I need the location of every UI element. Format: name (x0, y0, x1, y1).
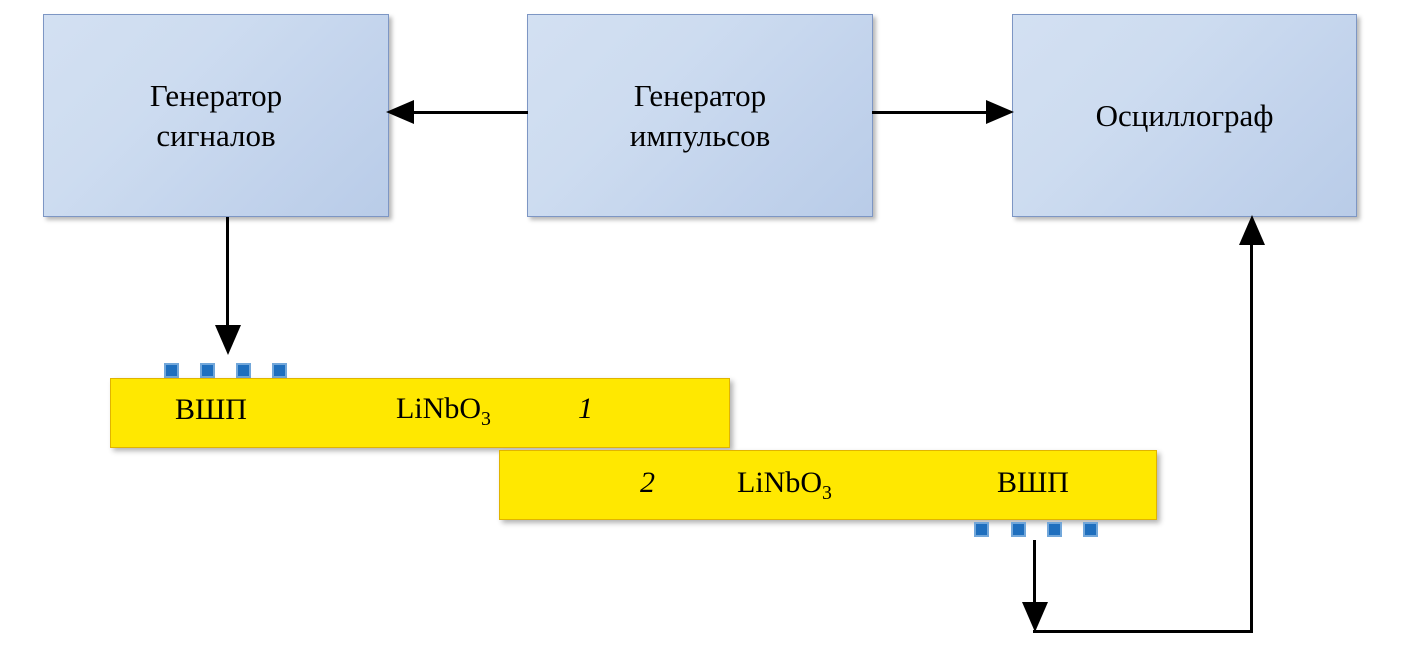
connector-feedback-vertical-line (1250, 240, 1253, 633)
instrument-box-pulse-generator[interactable]: Генератор импульсов (527, 14, 873, 217)
idt-finger (974, 522, 989, 537)
idt-finger (200, 363, 215, 378)
instrument-label-signal-generator: Генератор сигналов (149, 77, 283, 153)
idt-finger (1011, 522, 1026, 537)
idt-label-top: ВШП (175, 393, 247, 426)
substrate-block-1 (110, 378, 730, 448)
substrate-index-label-1: 1 (578, 392, 593, 425)
substrate-block-2 (499, 450, 1157, 520)
connector-pulse-to-signal-line (412, 111, 528, 114)
idt-finger (1083, 522, 1098, 537)
material-label-2: LiNbO3 (737, 466, 832, 505)
arrowhead-up-icon (1239, 215, 1265, 245)
instrument-box-signal-generator[interactable]: Генератор сигналов (43, 14, 389, 217)
material-formula-main: LiNbO (396, 392, 481, 425)
material-label-1: LiNbO3 (396, 392, 491, 431)
material-formula-sub: 3 (822, 482, 832, 504)
connector-pulse-to-oscilloscope-line (872, 111, 988, 114)
idt-finger (164, 363, 179, 378)
instrument-box-oscilloscope[interactable]: Осциллограф (1012, 14, 1357, 217)
arrowhead-left-icon (386, 100, 414, 124)
connector-signal-to-idt-line (226, 217, 229, 327)
instrument-label-oscilloscope: Осциллограф (1095, 97, 1274, 133)
arrowhead-right-icon (986, 100, 1014, 124)
substrate-index-label-2: 2 (640, 466, 655, 499)
instrument-label-pulse-generator: Генератор импульсов (629, 77, 771, 153)
idt-label-bottom: ВШП (997, 466, 1069, 499)
idt-finger (1047, 522, 1062, 537)
connector-idt-bottom-down-line (1033, 540, 1036, 607)
arrowhead-down-icon (1022, 602, 1048, 632)
material-formula-sub: 3 (481, 408, 491, 430)
connector-feedback-horizontal-line (1033, 630, 1253, 633)
material-formula-main: LiNbO (737, 466, 822, 499)
idt-finger (236, 363, 251, 378)
arrowhead-down-icon (215, 325, 241, 355)
idt-finger (272, 363, 287, 378)
